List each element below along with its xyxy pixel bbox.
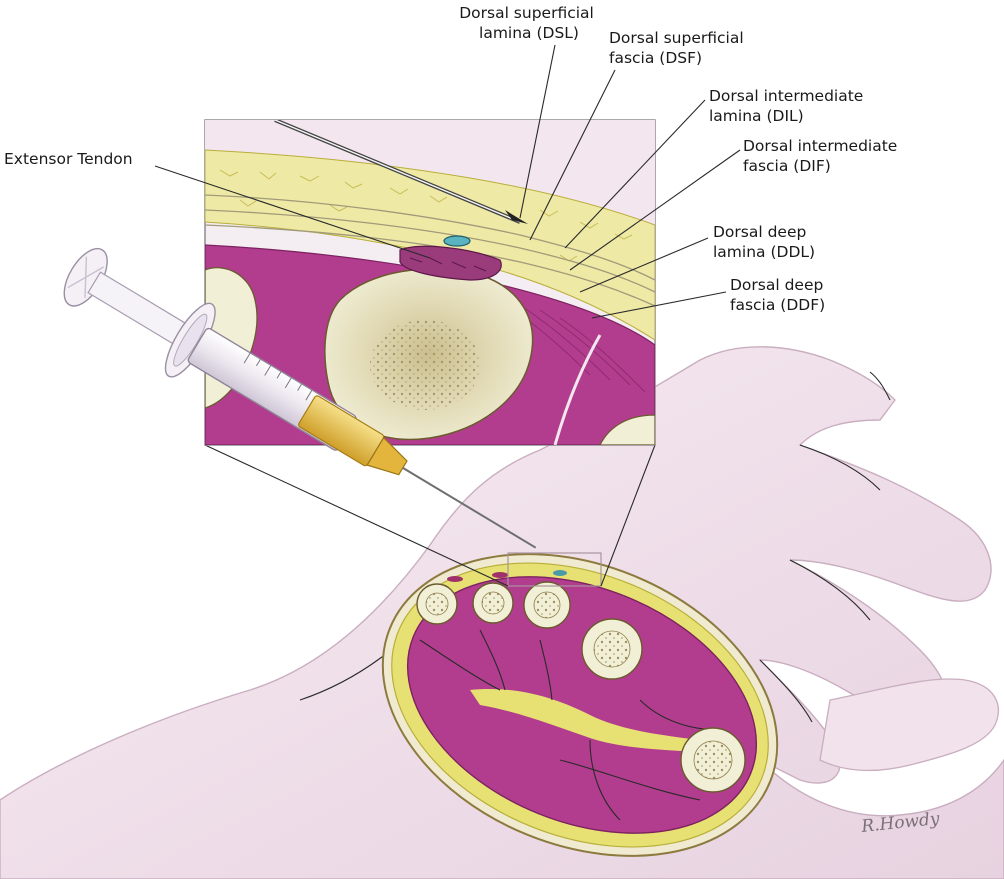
- finger-crease: [759, 659, 813, 723]
- dorsal-tendon: [447, 576, 463, 582]
- compartment-line: [479, 629, 506, 691]
- plunger-rod: [87, 271, 192, 348]
- label-dil: Dorsal intermediate lamina (DIL): [709, 87, 868, 125]
- label-ddl: Dorsal deep lamina (DDL): [713, 223, 815, 261]
- plunger-cross: [67, 256, 104, 298]
- inset-fascia-line: [205, 194, 655, 281]
- label-dif: Dorsal intermediate fascia (DIF): [743, 137, 902, 175]
- section-bone: [523, 581, 571, 629]
- zoom-connector: [600, 444, 656, 587]
- inset-vessel: [443, 235, 471, 247]
- syringe: [63, 247, 537, 549]
- tendon-texture: [409, 257, 487, 272]
- zoom-connector: [204, 444, 509, 587]
- section-bone: [472, 582, 514, 624]
- label-dsl: Dorsal superficial lamina (DSL): [459, 4, 599, 42]
- inset-enlarged-view: [204, 119, 656, 446]
- compartment-line: [559, 759, 701, 801]
- flange-inner: [173, 313, 208, 367]
- inset-fascia-line: [205, 209, 655, 293]
- finger-crease: [789, 559, 871, 621]
- needle-hub: [366, 436, 408, 476]
- dorsal-tendon: [492, 572, 508, 578]
- labels: Dorsal superficial lamina (DSL) Dorsal s…: [4, 4, 902, 319]
- label-ddf: Dorsal deep fascia (DDF): [730, 276, 828, 314]
- compartment-line: [539, 639, 553, 701]
- compartment-line: [589, 739, 621, 821]
- section-bone: [416, 583, 458, 625]
- section-bone: [581, 618, 643, 680]
- leader-dsl: [519, 44, 556, 219]
- leader-ddf: [591, 291, 727, 319]
- leader-dil: [564, 99, 706, 249]
- inset-bone-bottom-right: [599, 414, 655, 445]
- inset-bone-marrow: [370, 320, 480, 410]
- leader-extensor-tendon: [154, 165, 431, 259]
- leader-dif: [569, 149, 741, 271]
- section-bone: [680, 727, 746, 793]
- compartment-line: [419, 639, 501, 691]
- thumb: [819, 678, 999, 772]
- leader-ddl: [579, 237, 709, 293]
- needle: [402, 467, 537, 549]
- graduation-marks: [243, 352, 313, 401]
- inset-septum: [553, 334, 602, 445]
- leader-dsf: [529, 69, 616, 241]
- finger-crease: [799, 444, 881, 491]
- label-extensor-tendon: Extensor Tendon: [4, 150, 133, 168]
- zoom-region-box: [507, 552, 602, 587]
- inset-skin: [205, 120, 655, 225]
- inset-extensor-tendon: [399, 245, 502, 281]
- inset-needle-tip: [505, 210, 528, 224]
- wrist-cross-section: [381, 553, 779, 857]
- knuckle-line: [869, 371, 891, 401]
- section-fat-channel: [470, 689, 700, 752]
- dorsal-tendon: [553, 570, 567, 576]
- label-dsf: Dorsal superficial fascia (DSF): [609, 29, 749, 67]
- inset-needle-highlight: [274, 120, 521, 223]
- section-muscle: [406, 576, 758, 834]
